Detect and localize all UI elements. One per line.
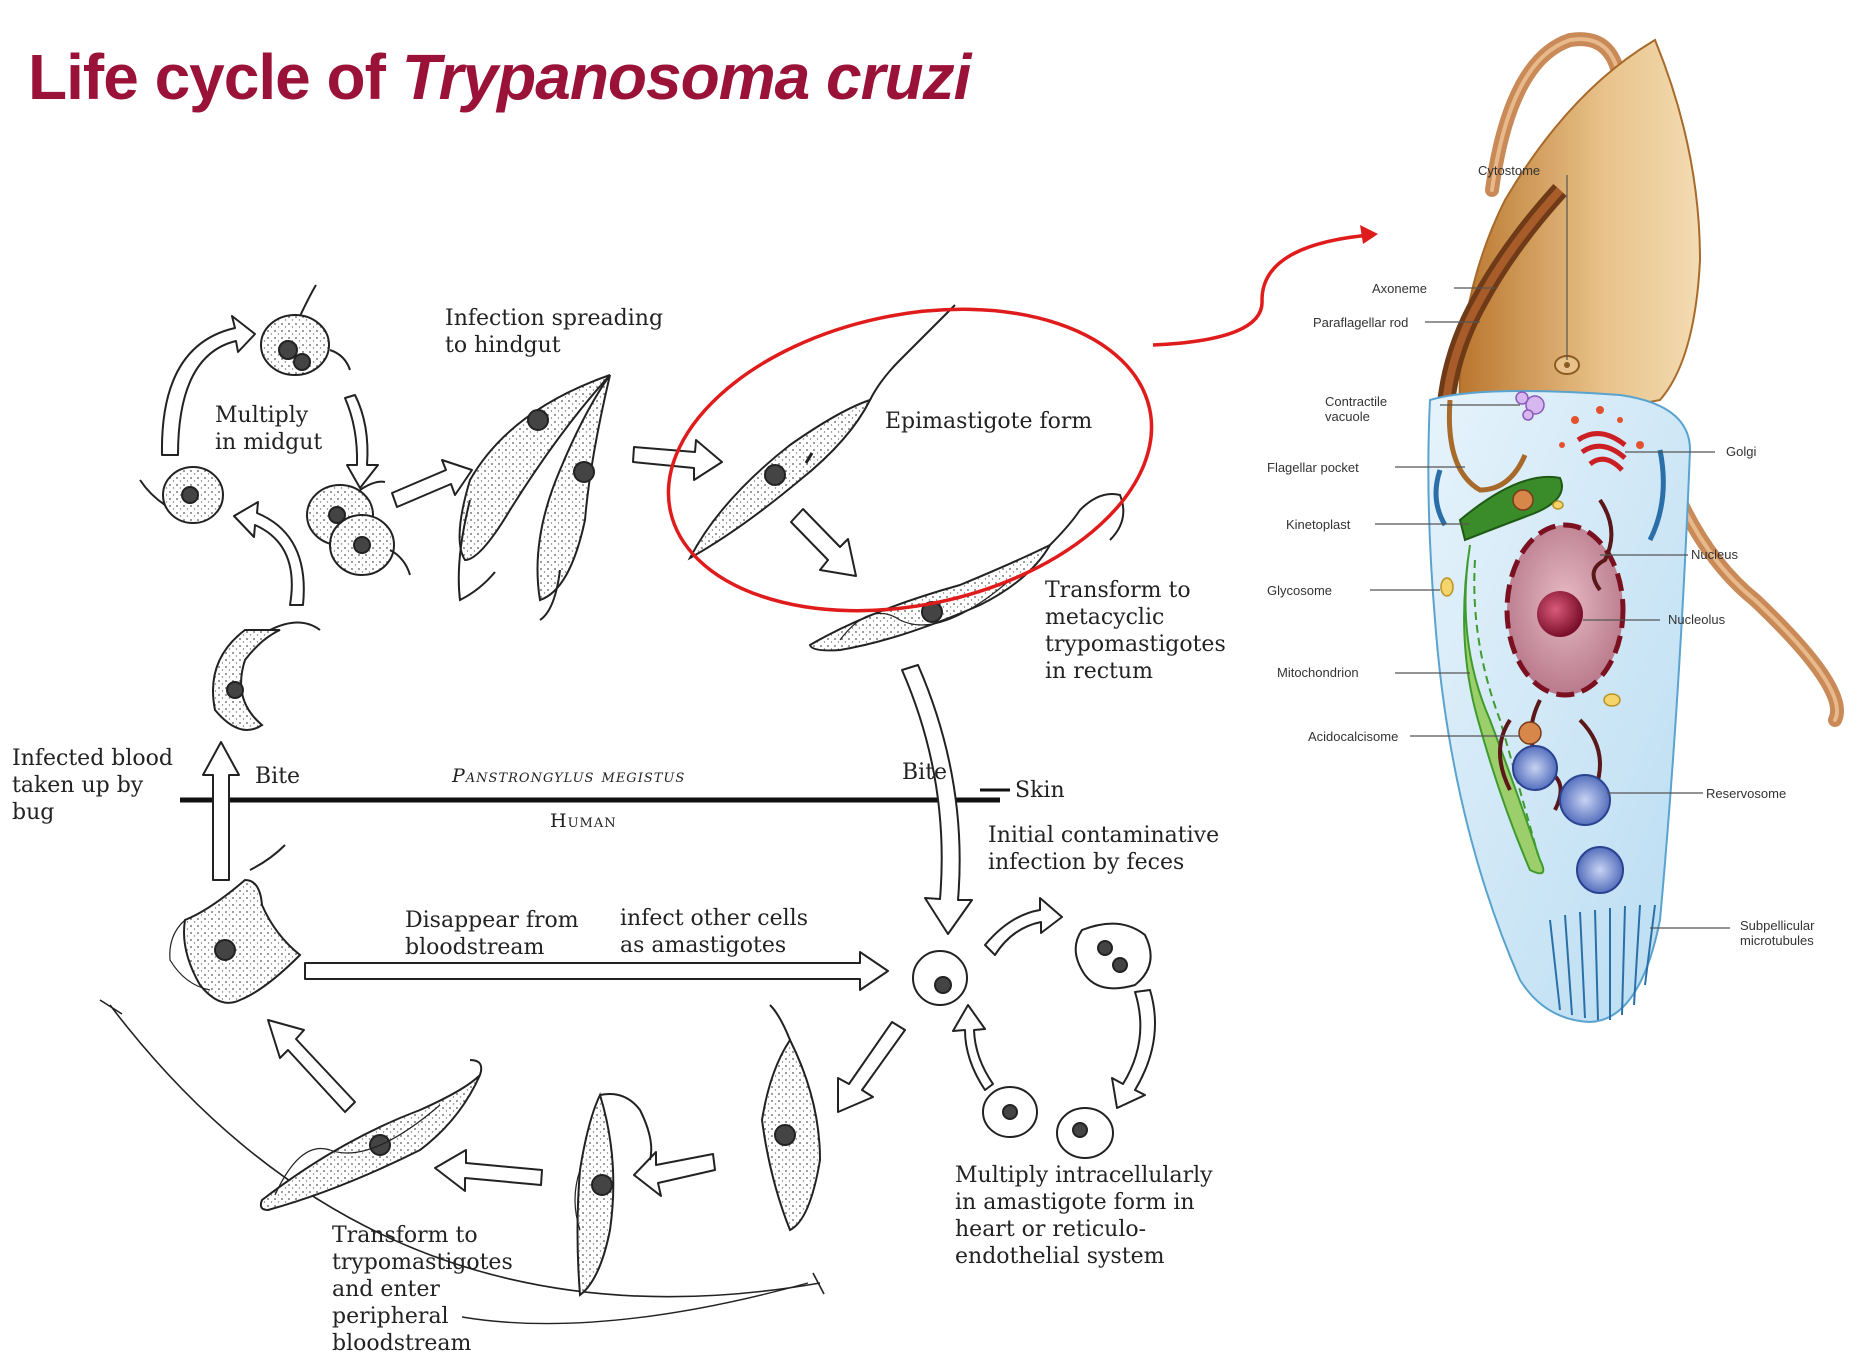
anat-cytostome: Cytostome bbox=[1478, 163, 1540, 178]
label-infect-other: infect other cells as amastigotes bbox=[620, 905, 808, 959]
amastigote-cells bbox=[913, 924, 1151, 1158]
anat-flagellar-pocket: Flagellar pocket bbox=[1267, 460, 1359, 475]
anat-subpellicular: Subpellicular microtubules bbox=[1740, 918, 1814, 948]
label-transform-trypo: Transform to trypomastigotes and enter p… bbox=[332, 1222, 513, 1357]
label-skin: Skin bbox=[1015, 777, 1065, 804]
label-initial-infection: Initial contaminative infection by feces bbox=[988, 822, 1219, 876]
anat-nucleus: Nucleus bbox=[1691, 547, 1738, 562]
bug-human-divider bbox=[180, 790, 1010, 800]
anat-glycosome: Glycosome bbox=[1267, 583, 1332, 598]
label-multiply-intracellular: Multiply intracellularly in amastigote f… bbox=[955, 1162, 1213, 1270]
midgut-cells bbox=[140, 285, 410, 730]
label-disappear: Disappear from bloodstream bbox=[405, 907, 579, 961]
anat-reservosome: Reservosome bbox=[1706, 786, 1786, 801]
label-multiply-midgut: Multiply in midgut bbox=[215, 402, 322, 456]
anat-kinetoplast: Kinetoplast bbox=[1286, 517, 1350, 532]
anat-nucleolus: Nucleolus bbox=[1668, 612, 1725, 627]
label-bite-right: Bite bbox=[902, 759, 947, 786]
label-bug-name: Panstrongylus megistus bbox=[452, 763, 685, 790]
hindgut-cells bbox=[459, 375, 610, 620]
anat-golgi: Golgi bbox=[1726, 444, 1756, 459]
label-epimastigote: Epimastigote form bbox=[885, 408, 1092, 435]
anat-contractile-vacuole: Contractile vacuole bbox=[1325, 394, 1387, 424]
blood-trypomastigote bbox=[170, 845, 300, 1003]
label-human: Human bbox=[550, 808, 617, 835]
anat-paraflagellar-rod: Paraflagellar rod bbox=[1313, 315, 1408, 330]
label-transform-metacyclic: Transform to metacyclic trypomastigotes … bbox=[1045, 577, 1226, 685]
anat-axoneme: Axoneme bbox=[1372, 281, 1427, 296]
label-infection-spreading: Infection spreading to hindgut bbox=[445, 305, 663, 359]
label-bite-left: Bite bbox=[255, 763, 300, 790]
epimastigote-anatomy bbox=[1428, 39, 1837, 1022]
label-infected-blood: Infected blood taken up by bug bbox=[12, 745, 173, 826]
anat-acidocalcisome: Acidocalcisome bbox=[1308, 729, 1398, 744]
anat-mitochondrion: Mitochondrion bbox=[1277, 665, 1359, 680]
